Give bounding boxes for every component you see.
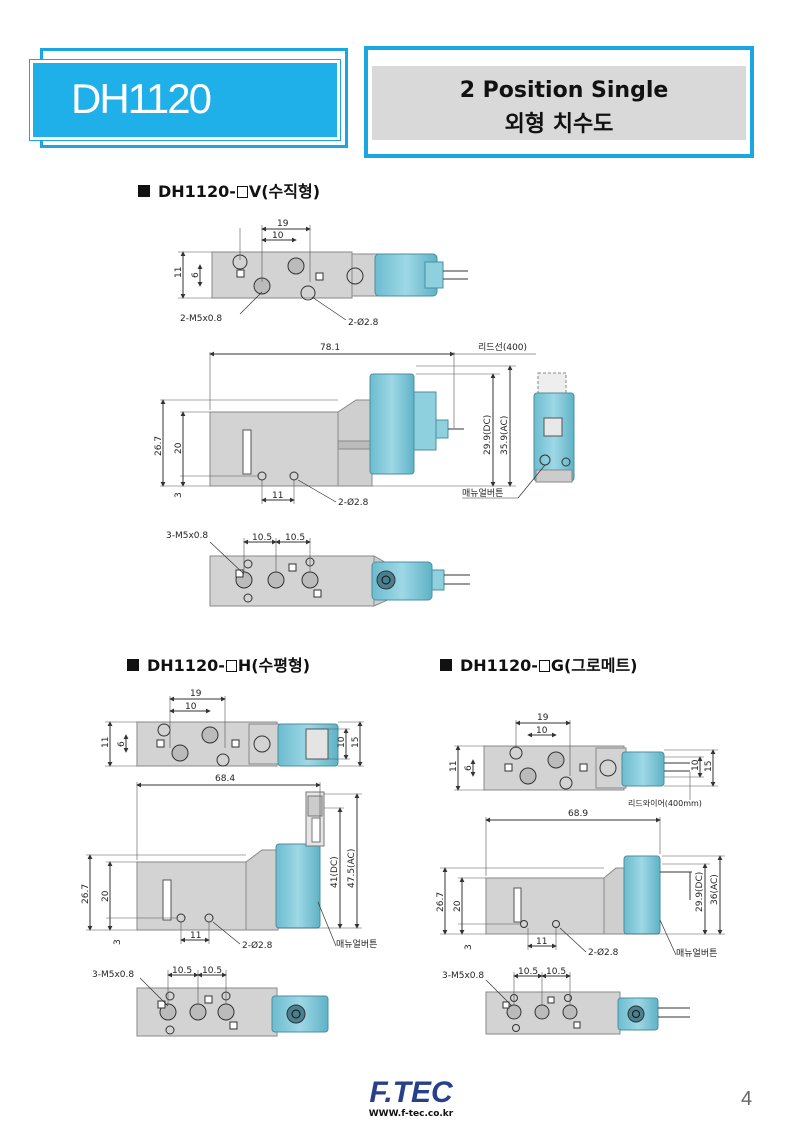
dim-68-9: 68.9 [568,809,588,819]
dim-11b: 11 [536,937,547,947]
grommet-top-view: 19 10 11 6 10 15 리드와이어(400mm) [449,713,718,808]
page-number: 4 [741,1088,753,1110]
brand-name: F.TEC [369,1076,453,1109]
model-name: DH1120 [71,75,212,122]
horizontal-front-view: 68.4 26.7 20 3 11 2-Ø2.8 41(DC) 47.5(AC)… [81,774,377,951]
bullet-square-icon [138,185,150,197]
dim-15: 15 [704,761,714,772]
dim-11: 11 [101,737,111,748]
box-placeholder-icon [236,186,248,198]
section-prefix: DH1120- [158,182,236,201]
dim-15: 15 [351,737,361,748]
dim-6: 6 [464,765,474,771]
website-url: WWW.f-tec.co.kr [368,1109,454,1119]
section-prefix: DH1120- [460,656,538,675]
dim-m5-3: 3-M5x0.8 [92,970,134,980]
dim-20: 20 [101,890,111,902]
dim-10-5a: 10.5 [172,966,192,976]
dim-19: 19 [190,689,202,699]
dim-10: 10 [272,231,284,241]
section-suffix: V(수직형) [248,182,321,201]
dim-19: 19 [537,713,549,723]
dim-11b: 11 [190,931,201,941]
dim-10-5b: 10.5 [202,966,222,976]
section-title-grommet: DH1120- G(그로메트) [440,652,637,676]
dim-10-5b: 10.5 [285,533,305,543]
lead-wire-label: 리드선(400) [478,342,527,353]
dim-11b: 11 [272,491,283,501]
horizontal-top-view: 19 10 11 6 10 15 [101,689,364,767]
manual-button-label: 매뉴얼버튼 [462,488,503,499]
model-box-fill: DH1120 [30,60,340,140]
dim-phi2: 2-Ø2.8 [338,497,369,508]
section-title-horizontal: DH1120- H(수평형) [127,652,310,676]
dim-26-7: 26.7 [81,884,91,904]
section-suffix: H(수평형) [237,656,311,675]
lead-wire-label: 리드와이어(400mm) [628,798,702,808]
horizontal-bottom-view: 3-M5x0.8 10.5 10.5 [92,966,329,1037]
vertical-top-view: 19 10 11 6 2-M5x0.8 2-Ø2.8 [174,219,468,328]
grommet-front-view: 68.9 26.7 20 3 11 2-Ø2.8 29.9(DC) 36(AC)… [436,809,725,959]
dim-3: 3 [464,944,474,950]
vertical-front-view: 78.1 리드선(400) 26.7 20 3 11 2-Ø2.8 29.9(D… [154,342,536,508]
dim-3: 3 [113,939,123,945]
box-placeholder-icon [225,660,237,672]
dim-10-5a: 10.5 [518,967,538,977]
dim-m5: 2-M5x0.8 [180,314,222,324]
section-prefix: DH1120- [147,656,225,675]
dim-dc: 29.9(DC) [483,415,493,455]
box-placeholder-icon [538,660,550,672]
grommet-bottom-view: 3-M5x0.8 10.5 10.5 [442,967,690,1035]
dim-phi: 2-Ø2.8 [348,317,379,328]
bullet-square-icon [127,659,139,671]
dim-20: 20 [453,900,463,912]
dim-ac: 36(AC) [710,874,720,905]
dim-10: 10 [185,702,197,712]
title-box-fill [372,66,746,140]
dim-19: 19 [277,219,289,229]
dim-26-7: 26.7 [436,892,446,912]
dim-m5-3: 3-M5x0.8 [442,971,484,981]
dim-78-1: 78.1 [320,343,340,353]
title-line-1: 2 Position Single [459,78,669,103]
dim-ac: 35.9(AC) [500,416,510,455]
dim-10: 10 [536,726,548,736]
dim-68-4: 68.4 [215,774,235,784]
page-title-box: 2 Position Single 외형 치수도 [364,46,754,158]
title-line-2: 외형 치수도 [504,112,614,137]
manual-button-label: 매뉴얼버튼 [676,948,717,959]
bullet-square-icon [440,659,452,671]
dim-3: 3 [174,492,184,498]
dim-6: 6 [191,272,201,278]
dim-10-5b: 10.5 [546,967,566,977]
dim-10r: 10 [691,759,701,771]
dim-6: 6 [117,741,127,747]
dim-dc: 41(DC) [330,856,340,888]
dim-phi: 2-Ø2.8 [242,940,273,951]
dim-dc: 29.9(DC) [695,872,705,912]
section-title-vertical: DH1120- V(수직형) [138,178,320,202]
dim-m5-3: 3-M5x0.8 [166,531,208,541]
dim-11: 11 [449,761,459,772]
dim-phi: 2-Ø2.8 [588,947,619,958]
dim-20: 20 [174,442,184,454]
section-suffix: G(그로메트) [550,656,638,675]
model-title-box: DH1120 [30,48,348,148]
dim-10-5a: 10.5 [252,533,272,543]
vertical-side-view: 매뉴얼버튼 [462,372,575,499]
dim-11: 11 [174,267,184,278]
manual-button-label: 매뉴얼버튼 [336,939,377,950]
vertical-bottom-view: 3-M5x0.8 10.5 10.5 [166,531,470,607]
dim-10r: 10 [337,736,347,748]
dim-ac: 47.5(AC) [347,849,357,888]
ftec-logo: F.TEC WWW.f-tec.co.kr [356,1076,466,1120]
dim-26-7: 26.7 [154,436,164,456]
